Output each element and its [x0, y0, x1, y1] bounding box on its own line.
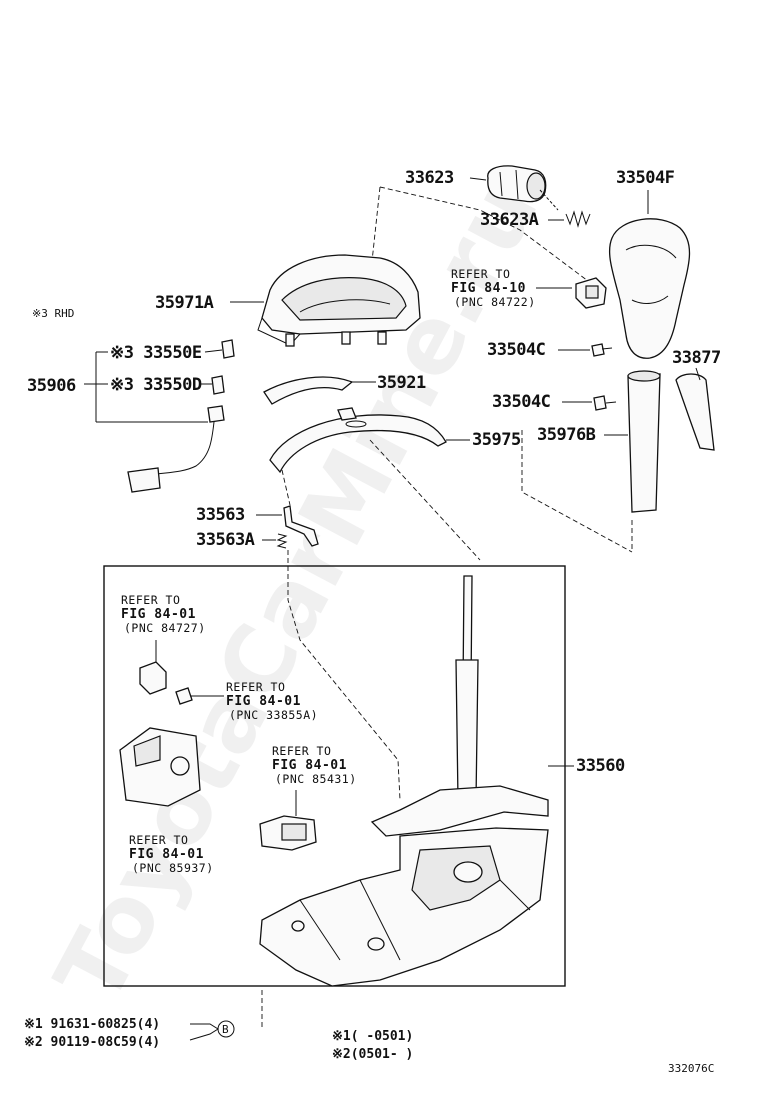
label-35975: 35975: [472, 430, 521, 450]
svg-text:FIG 84-10: FIG 84-10: [451, 281, 526, 296]
svg-text:(PNC 33855A): (PNC 33855A): [229, 708, 318, 722]
label-35921: 35921: [377, 373, 426, 393]
reference-pnc-85431: REFER TO FIG 84-01 (PNC 85431): [272, 744, 357, 786]
label-35976B: 35976B: [537, 425, 596, 445]
marker-b: B: [222, 1023, 229, 1036]
svg-text:REFER TO: REFER TO: [226, 680, 285, 694]
part-33855A-bolt: [175, 687, 200, 705]
assembly-dashed-lines: [261, 186, 633, 1030]
label-33504C-b: 33504C: [492, 392, 550, 412]
svg-text:FIG 84-01: FIG 84-01: [121, 607, 196, 622]
footnote-bolt-1: ※1 91631-60825(4): [24, 1017, 160, 1032]
reference-pnc-85937: REFER TO FIG 84-01 (PNC 85937): [129, 833, 214, 875]
marker-b-circle: [217, 1020, 235, 1038]
part-33877-label: [675, 373, 715, 451]
part-33504C-screw-1: [591, 343, 613, 357]
label-33563: 33563: [196, 505, 245, 525]
part-85937-bracket: [119, 727, 201, 807]
label-33877: 33877: [672, 348, 721, 368]
part-33504F-knob: [608, 218, 691, 359]
part-35975-slide-cover: [269, 407, 447, 474]
reference-pnc-33855A: REFER TO FIG 84-01 (PNC 33855A): [226, 680, 318, 722]
part-35921-plate: [263, 376, 354, 405]
footnote-range-1: ※1( -0501): [332, 1029, 413, 1044]
svg-text:FIG 84-01: FIG 84-01: [129, 847, 204, 862]
note-rhd: ※3 RHD: [32, 307, 74, 320]
label-33504C-a: 33504C: [487, 340, 545, 360]
label-33550E: ※3 33550E: [110, 343, 202, 363]
part-35906-wire-harness: [127, 339, 235, 493]
part-33504C-screw-2: [593, 395, 617, 411]
footnote-range-2: ※2(0501- ): [332, 1047, 413, 1062]
svg-text:(PNC 84722): (PNC 84722): [454, 295, 536, 309]
figure-id: 332076C: [668, 1062, 714, 1075]
svg-text:(PNC 85431): (PNC 85431): [275, 772, 357, 786]
part-33560-shift-lever-assy: [259, 575, 549, 987]
part-35976B-sleeve: [627, 370, 661, 513]
svg-text:REFER TO: REFER TO: [272, 744, 331, 758]
label-33550D: ※3 33550D: [110, 375, 202, 395]
part-84722-switch: [575, 277, 607, 309]
svg-text:FIG 84-01: FIG 84-01: [226, 694, 301, 709]
label-33623A: 33623A: [480, 210, 539, 230]
svg-text:FIG 84-01: FIG 84-01: [272, 758, 347, 773]
svg-text:(PNC 85937): (PNC 85937): [132, 861, 214, 875]
label-35906: 35906: [27, 376, 76, 396]
part-35971A-housing: [257, 254, 421, 347]
label-33563A: 33563A: [196, 530, 255, 550]
part-33563-lever: [283, 505, 319, 547]
part-85431-sensor: [259, 815, 317, 851]
part-33623-switch: [487, 165, 547, 203]
svg-text:REFER TO: REFER TO: [129, 833, 188, 847]
footnote-bolt-2: ※2 90119-08C59(4): [24, 1035, 160, 1050]
label-33504F: 33504F: [616, 168, 675, 188]
part-84727-switch: [139, 661, 167, 695]
label-33623: 33623: [405, 168, 454, 188]
label-33560: 33560: [576, 756, 625, 776]
reference-fig-84-10: REFER TO FIG 84-10 (PNC 84722): [451, 267, 536, 309]
label-35971A: 35971A: [155, 293, 214, 313]
svg-text:(PNC 84727): (PNC 84727): [124, 621, 206, 635]
part-33623A-spring: [539, 189, 591, 228]
reference-pnc-84727: REFER TO FIG 84-01 (PNC 84727): [121, 593, 206, 635]
part-33563A-spring: [276, 533, 288, 549]
svg-text:REFER TO: REFER TO: [451, 267, 510, 281]
svg-text:REFER TO: REFER TO: [121, 593, 180, 607]
